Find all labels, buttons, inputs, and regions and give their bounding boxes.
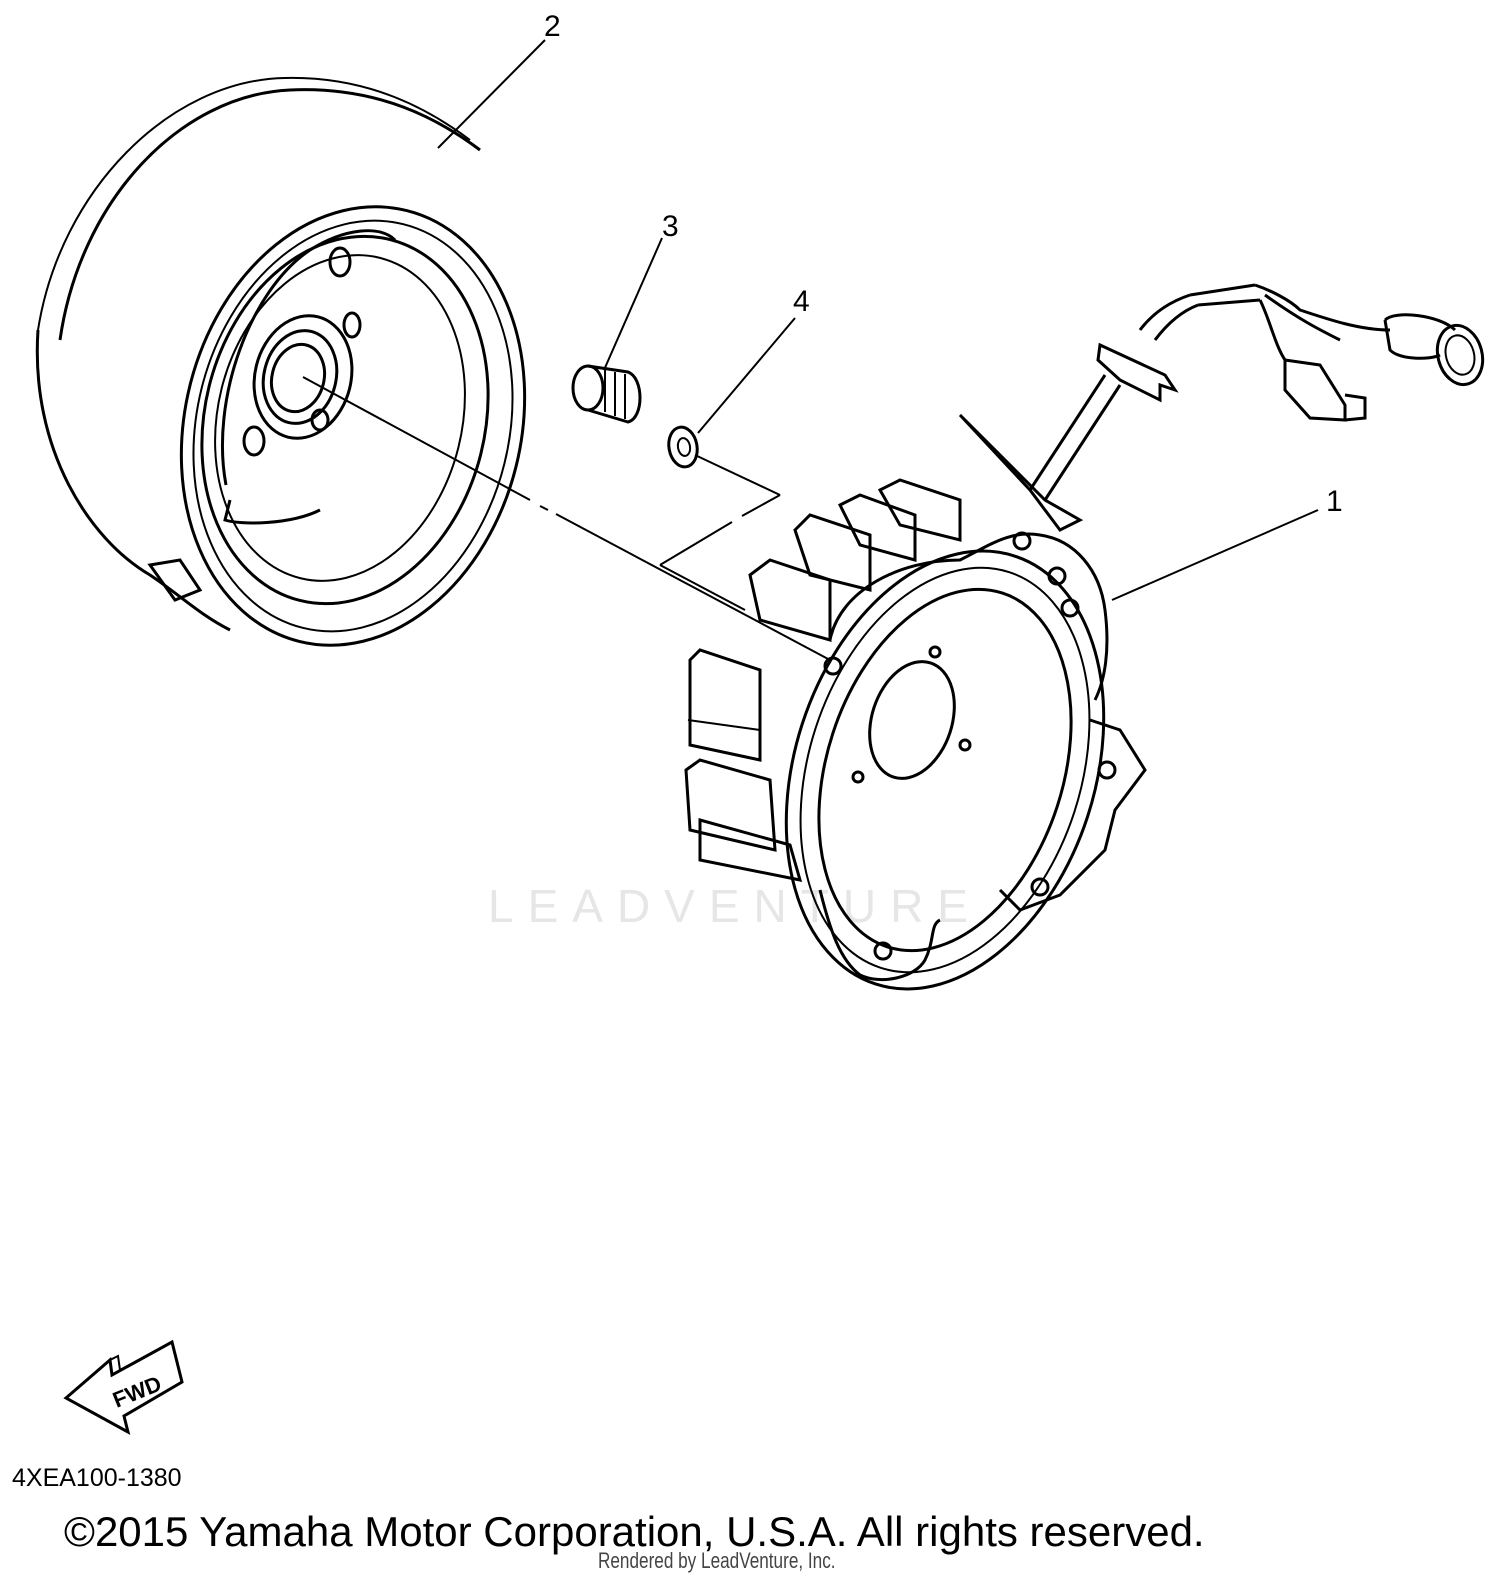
callout-1-label: 1 xyxy=(1326,485,1343,518)
callout-2: 2 xyxy=(437,10,561,149)
watermark-text: LEADVENTURE xyxy=(488,880,982,932)
diagram-code: 4XEA100-1380 xyxy=(12,1464,182,1492)
stator-assembly xyxy=(684,283,1485,991)
fwd-direction-arrow: FWD xyxy=(63,1339,184,1435)
rendered-by-note: Rendered by LeadVenture, Inc. xyxy=(598,1548,836,1573)
callout-4: 4 xyxy=(697,285,810,434)
assembly-lines xyxy=(302,376,831,661)
callout-3: 3 xyxy=(603,210,679,371)
washer xyxy=(667,425,699,469)
rotor-flywheel xyxy=(35,76,527,647)
callout-3-label: 3 xyxy=(662,210,679,243)
callout-2-label: 2 xyxy=(544,10,561,43)
screw xyxy=(571,364,642,424)
callout-4-label: 4 xyxy=(793,285,810,318)
copyright-notice: ©2015 Yamaha Motor Corporation, U.S.A. A… xyxy=(64,1508,1205,1555)
callout-1: 1 xyxy=(1111,485,1343,601)
